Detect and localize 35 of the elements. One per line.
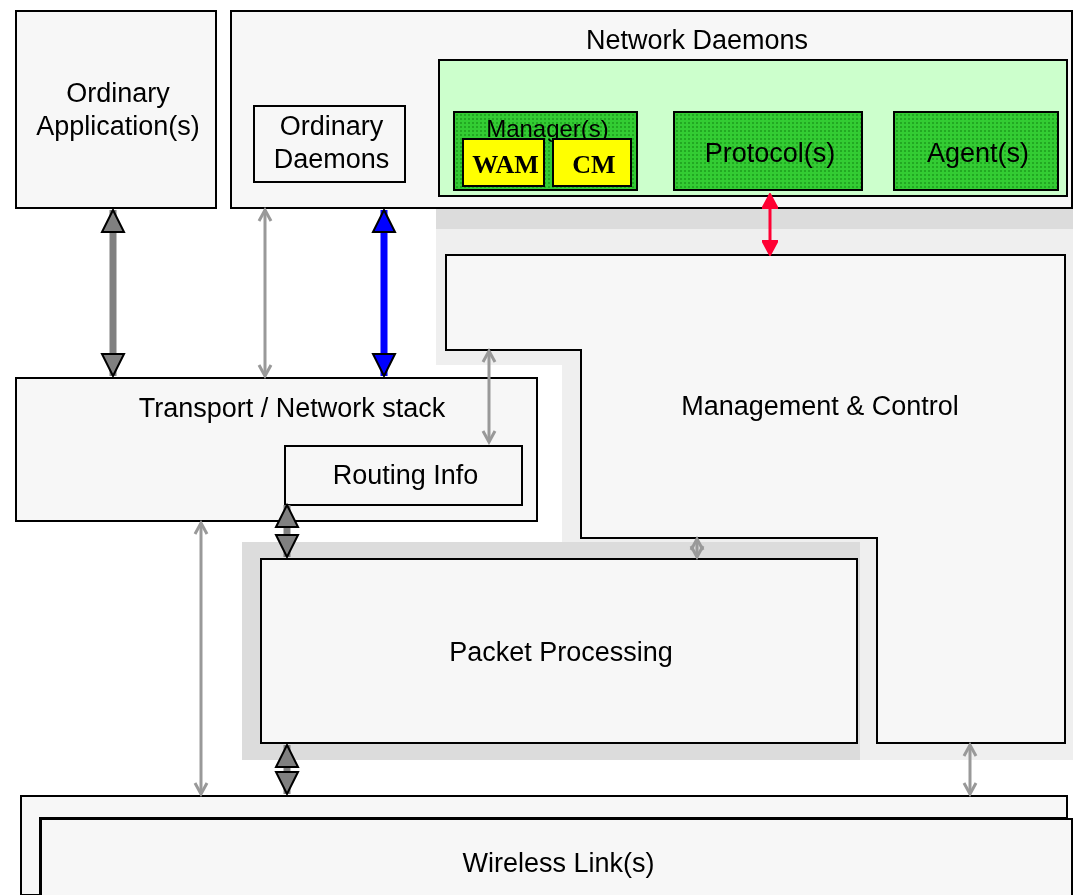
double-arrow xyxy=(275,504,299,558)
daemon-group-panel xyxy=(438,59,1068,197)
daemon-box xyxy=(253,105,406,183)
node-label: CM xyxy=(571,149,617,181)
double-arrow xyxy=(101,209,125,377)
stacked-box xyxy=(20,795,1068,895)
node-label: Ordinary Application(s) xyxy=(35,77,201,143)
daemons-panel xyxy=(230,10,1073,209)
double-arrow xyxy=(193,521,209,796)
stack-box xyxy=(15,377,538,522)
link-box xyxy=(40,818,1073,895)
double-arrow xyxy=(257,208,273,378)
routing-box xyxy=(284,445,523,506)
node-label: Management & Control xyxy=(680,390,960,423)
protocol-box xyxy=(673,111,863,191)
node-label: Network Daemons xyxy=(584,24,810,57)
node-label: Manager(s) xyxy=(485,114,610,144)
agent-box xyxy=(893,111,1059,191)
node-label: Protocol(s) xyxy=(703,137,837,170)
node-label: Ordinary Daemons xyxy=(272,110,391,176)
node-label: Agent(s) xyxy=(925,137,1030,170)
node-label: WAM xyxy=(471,149,540,181)
processing-box xyxy=(260,558,858,744)
node-label: Packet Processing xyxy=(448,636,674,669)
double-arrow xyxy=(962,743,978,796)
double-arrow xyxy=(372,209,396,377)
node-label: Transport / Network stack xyxy=(137,392,447,425)
application-box xyxy=(15,10,217,209)
double-arrow xyxy=(761,193,779,256)
double-arrow xyxy=(689,537,705,559)
node-label: Routing Info xyxy=(331,459,480,492)
manager-box xyxy=(453,111,638,191)
double-arrow xyxy=(481,349,497,444)
node-label: Wireless Link(s) xyxy=(461,847,656,880)
double-arrow xyxy=(275,744,299,795)
